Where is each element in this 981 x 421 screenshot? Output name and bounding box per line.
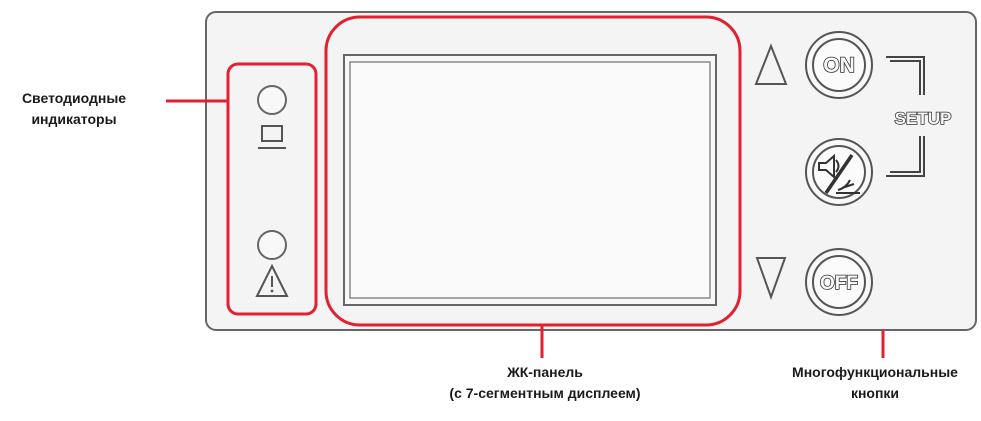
led-group-highlight <box>226 62 318 316</box>
lcd-highlight <box>324 15 742 327</box>
buttons-callout-line1: Многофункциональные <box>792 364 958 380</box>
leds-callout-label: Светодиодные индикаторы <box>0 88 148 130</box>
on-button-label: ON <box>823 54 855 77</box>
lcd-screen <box>349 61 711 299</box>
computer-icon <box>258 125 286 149</box>
mute-speaker-icon <box>818 153 860 194</box>
on-button[interactable]: ON <box>805 31 873 99</box>
off-button[interactable]: OFF <box>805 248 873 316</box>
leds-callout-line1: Светодиодные <box>21 90 127 106</box>
fault-led <box>257 230 287 260</box>
lcd-callout-label: ЖК-панель (с 7-сегментным дисплеем) <box>395 362 695 404</box>
mute-button[interactable] <box>805 138 873 206</box>
buttons-callout-label: Многофункциональные кнопки <box>760 362 981 404</box>
triangle-down-icon <box>755 257 787 300</box>
leds-callout-line2: индикаторы <box>31 111 117 127</box>
setup-label: SETUP <box>895 109 952 128</box>
power-led <box>257 85 287 115</box>
off-button-label: OFF <box>820 273 858 294</box>
triangle-up-icon <box>754 43 788 85</box>
lcd-callout-line1: ЖК-панель <box>507 364 583 380</box>
buttons-callout-line2: кнопки <box>850 385 900 401</box>
lcd-callout-line2: (с 7-сегментным дисплеем) <box>449 385 641 401</box>
warning-icon <box>255 263 289 297</box>
setup-bracket <box>886 56 925 177</box>
